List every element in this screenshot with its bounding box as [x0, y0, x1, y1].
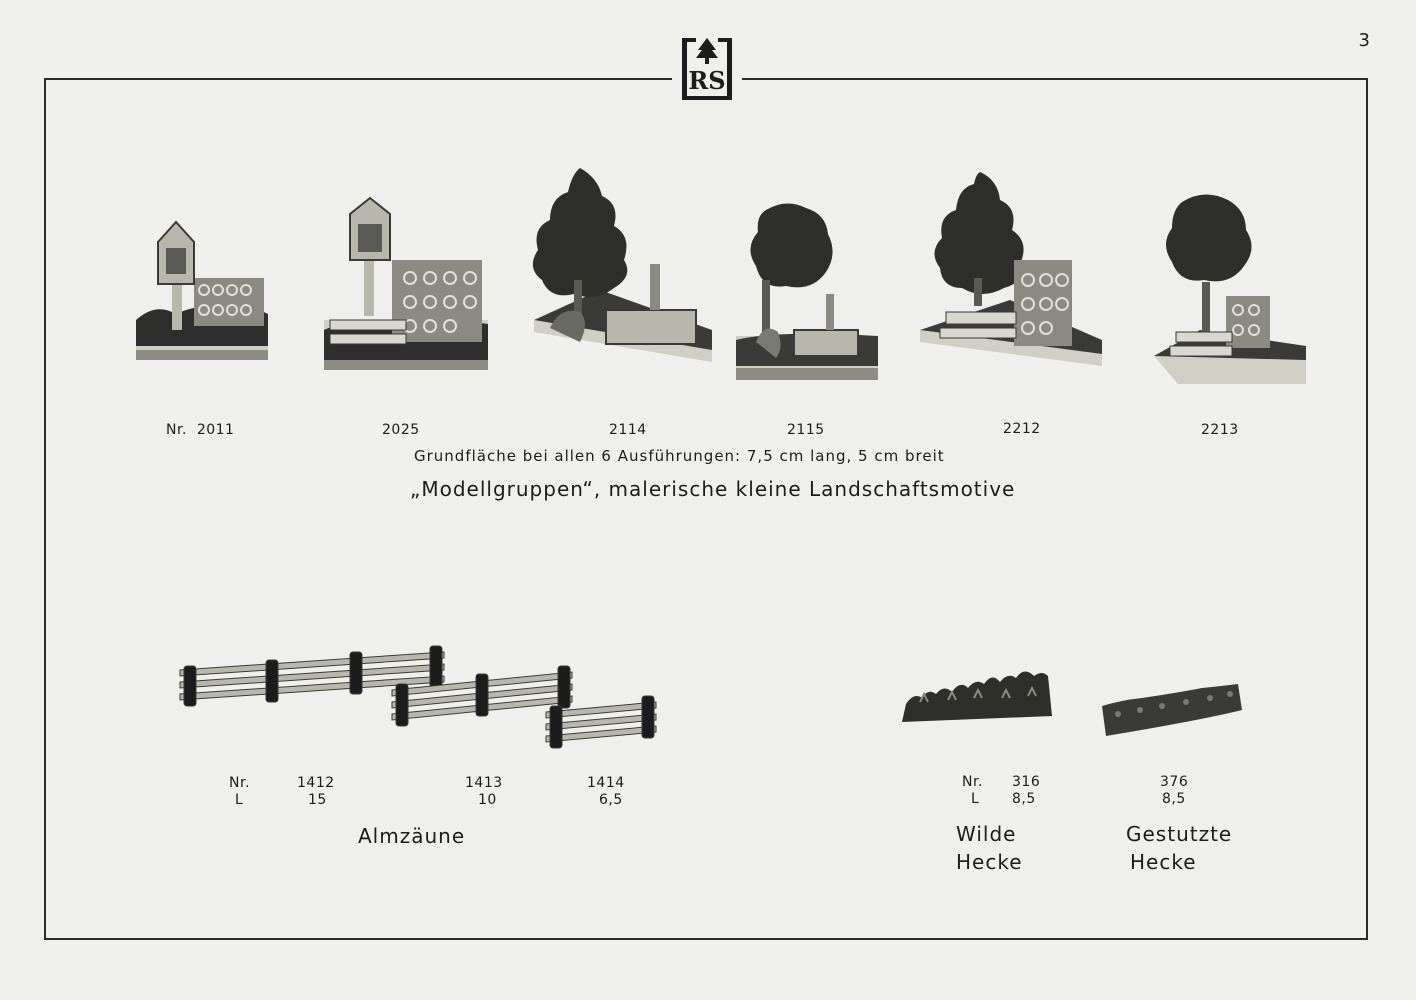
fence-1412-image [179, 645, 445, 707]
hedge-376-nr: 376 [1160, 774, 1189, 790]
almzaeune-illustrations [179, 645, 657, 749]
hedge-316-length: 8,5 [1012, 791, 1036, 807]
fence-1414-nr: 1414 [587, 775, 625, 791]
model-2025-number: 2025 [382, 422, 420, 438]
model-2212-number: 2212 [1003, 421, 1041, 437]
model-2115-image [736, 203, 878, 380]
hedge-l-label: L [971, 791, 980, 807]
model-2011-image [136, 220, 268, 360]
page-number: 3 [1358, 30, 1370, 51]
tree-monogram-logo-icon: RS [682, 38, 732, 100]
model-2114-number: 2114 [609, 422, 647, 438]
fence-1413-nr: 1413 [465, 775, 503, 791]
base-size-note: Grundfläche bei allen 6 Ausführungen: 7,… [414, 447, 945, 465]
modellgruppen-heading: „Modellgruppen“, malerische kleine Lands… [410, 477, 1016, 501]
logo: RS [672, 34, 742, 104]
logo-text: RS [688, 66, 725, 95]
fence-nr-label: Nr. [229, 775, 250, 791]
fence-1414-image [545, 695, 657, 749]
model-2011-number: Nr. 2011 [166, 422, 234, 438]
model-2114-image [532, 168, 712, 362]
number-prefix: Nr. [166, 422, 187, 438]
fence-1413-length: 10 [478, 792, 497, 808]
hedge-nr-label: Nr. [962, 774, 983, 790]
hedge-376-caption-line-1: Gestutzte [1126, 822, 1233, 846]
model-2213-image [1154, 194, 1306, 384]
hedge-316-image [902, 671, 1052, 722]
fence-1413-image [391, 665, 573, 727]
hedge-316-nr: 316 [1012, 774, 1041, 790]
hedge-376-caption-line-2: Hecke [1130, 850, 1197, 874]
hedge-376-caption: Gestutzte Hecke [1126, 820, 1232, 876]
fence-l-label: L [235, 792, 244, 808]
fence-1412-length: 15 [308, 792, 327, 808]
hedge-316-caption-line-2: Hecke [956, 850, 1023, 874]
model-2025-image [324, 196, 488, 370]
model-number: 2011 [196, 422, 235, 438]
hedge-316-caption-line-1: Wilde [956, 822, 1017, 846]
hedge-316-caption: Wilde Hecke [956, 820, 1023, 876]
model-2213-number: 2213 [1201, 422, 1239, 438]
fence-1414-length: 6,5 [599, 792, 623, 808]
fence-1412-nr: 1412 [297, 775, 335, 791]
hecken-illustrations [902, 671, 1242, 736]
hedge-376-image [1102, 684, 1242, 736]
model-2212-image [920, 172, 1102, 366]
almzaeune-caption: Almzäune [358, 824, 466, 848]
hedge-376-length: 8,5 [1162, 791, 1186, 807]
model-2115-number: 2115 [787, 422, 825, 438]
modellgruppen-illustrations [136, 168, 1306, 384]
